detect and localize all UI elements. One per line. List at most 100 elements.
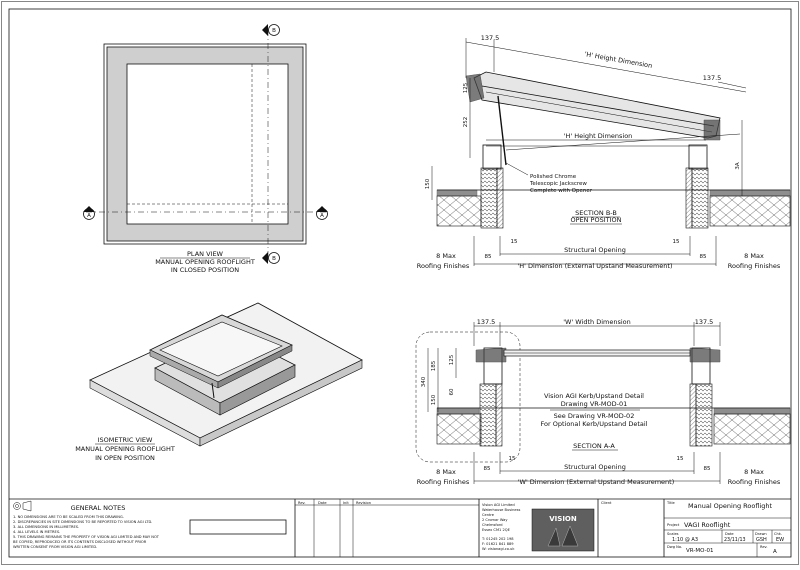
drawn-head: Drawn — [755, 532, 767, 536]
bb-max-left-2: Roofing Finishes — [417, 262, 470, 270]
bb-dim-137-right: 137.5 — [703, 74, 722, 82]
company-info: Vision AGI Limited Waterhouse Business C… — [481, 503, 595, 552]
company-line-1: Vision AGI Limited — [482, 503, 515, 507]
aa-kerb-note-2: Drawing VR-MOD-01 — [561, 400, 628, 408]
section-marker-b-bottom: B — [262, 252, 280, 264]
bb-h-dimension: 'H' Dimension (External Upstand Measurem… — [518, 262, 673, 270]
note-4: 4. ALL LEVELS IN METRES. — [13, 530, 60, 534]
bb-title: SECTION B-B — [575, 209, 617, 217]
scales-head: Scales — [667, 532, 679, 536]
bb-dim-15-right: 15 — [673, 239, 680, 245]
revision-head: Revision — [356, 501, 371, 505]
date-value: 23/11/13 — [724, 537, 746, 543]
svg-text:B: B — [272, 28, 276, 34]
bb-open-sash — [473, 71, 721, 139]
bb-max-right-1: 8 Max — [744, 252, 764, 260]
bb-dim-15-left: 15 — [511, 239, 518, 245]
section-marker-b-top: B — [262, 24, 280, 36]
project-head: Project — [667, 523, 680, 527]
aa-see-note-2: For Optional Kerb/Upstand Detail — [541, 420, 648, 428]
plan-glazing — [126, 63, 289, 225]
title-value: Manual Opening Rooflight — [688, 502, 772, 510]
bb-max-left-1: 8 Max — [436, 252, 456, 260]
title-head: Title — [666, 501, 675, 505]
dwg-head: Dwg No. — [667, 545, 682, 549]
aa-left-kerb — [479, 383, 497, 447]
aa-dim-15-right: 15 — [677, 456, 684, 462]
revision-table: Rev. Date Init Revision — [295, 499, 479, 557]
project-value: VAGI Rooflight — [684, 521, 731, 529]
dwg-value: VR-MO-01 — [686, 548, 714, 554]
bb-dim-125: 125 — [463, 82, 469, 93]
bb-dim-150: 150 — [425, 178, 431, 189]
section-bb: 137.5 'H' Height Dimension 137.5 125 252… — [417, 34, 791, 270]
company-line-4: 2 Cromar Way — [482, 518, 508, 522]
aa-max-left-1: 8 Max — [436, 468, 456, 476]
bb-right-kerb — [691, 167, 709, 229]
bb-subtitle: OPEN POSITION — [570, 216, 621, 224]
init-head: Init — [343, 501, 349, 505]
aa-dim-137-left: 137.5 — [477, 318, 496, 326]
isometric-view: ISOMETRIC VIEW MANUAL OPENING ROOFLIGHT … — [75, 302, 363, 462]
general-notes: GENERAL NOTES 1. NO DIMENSIONS ARE TO BE… — [13, 500, 287, 549]
bb-dim-85-right: 85 — [700, 254, 707, 260]
contact-phone: T: 01245 202 198 — [481, 537, 514, 541]
scales-value: 1:10 @ A3 — [672, 537, 698, 543]
general-notes-title: GENERAL NOTES — [71, 504, 126, 512]
bb-structural-opening: Structural Opening — [564, 246, 626, 254]
aa-dim-85-left: 85 — [484, 466, 491, 472]
rev-value: A — [773, 549, 777, 555]
bb-dim-3a: 3A — [735, 162, 741, 169]
date-label: Date — [725, 532, 734, 536]
contact-web: W: visionagi.co.uk — [482, 547, 515, 551]
bb-dim-85-left: 85 — [485, 254, 492, 260]
aa-kerb-note-1: Vision AGI Kerb/Upstand Detail — [544, 392, 644, 400]
aa-dim-15-left: 15 — [509, 456, 516, 462]
rev-head: Rev. — [298, 501, 306, 505]
bb-left-joist — [436, 195, 482, 227]
section-aa: 137.5 'W' Width Dimension 137.5 340 185 … — [415, 318, 791, 486]
rev-label: Rev. — [760, 545, 768, 549]
aa-max-right-1: 8 Max — [744, 468, 764, 476]
logo-text: VISION — [549, 515, 577, 523]
logo-mark-icon — [547, 525, 579, 547]
bb-jack-note-2: Telescopic Jackscrew — [529, 181, 587, 187]
svg-text:B: B — [272, 256, 276, 262]
aa-dim-60: 60 — [449, 388, 455, 395]
company-line-6: Essex CM1 2QE — [482, 528, 511, 532]
bb-max-right-2: Roofing Finishes — [728, 262, 781, 270]
bb-right-joist — [709, 195, 791, 227]
aa-left-joist — [436, 413, 482, 445]
stamp-box — [189, 519, 287, 535]
chk-value: EW — [776, 537, 784, 543]
aa-right-joist — [713, 413, 791, 445]
aa-detail-callout — [415, 331, 521, 463]
aa-dim-85-right: 85 — [704, 466, 711, 472]
bb-jackscrew — [497, 95, 507, 166]
bb-height-dim-mid: 'H' Height Dimension — [564, 132, 633, 140]
title-info: Title Manual Opening Rooflight Project V… — [664, 501, 791, 557]
contact-fax: F: 01621 841 889 — [482, 542, 514, 546]
company-line-3: Centre — [482, 513, 495, 517]
iso-caption-1: ISOMETRIC VIEW — [98, 436, 153, 444]
bb-left-kerb — [480, 167, 498, 229]
client-head: Client — [601, 501, 612, 505]
note-1: 1. NO DIMENSIONS ARE TO BE SCALED FROM T… — [13, 515, 124, 519]
drawn-value: GSH — [756, 537, 767, 543]
section-marker-a-right: A — [316, 206, 328, 220]
aa-structural-opening: Structural Opening — [564, 463, 626, 471]
aa-max-left-2: Roofing Finishes — [417, 478, 470, 486]
svg-text:A: A — [87, 213, 91, 219]
aa-dim-150: 150 — [431, 394, 437, 405]
note-6: BE COPIED, REPRODUCED OR ITS CONTENTS DI… — [13, 540, 147, 544]
aa-dim-125: 125 — [449, 354, 455, 365]
plan-caption-2: MANUAL OPENING ROOFLIGHT — [155, 258, 255, 266]
projection-symbol-icon — [13, 502, 21, 510]
plan-view: B B A A PLAN VIEW MANUAL OPENING ROOFLIG… — [83, 24, 328, 274]
aa-dim-340: 340 — [421, 376, 427, 387]
aa-right-kerb — [695, 383, 713, 447]
bb-height-dim-top: 'H' Height Dimension — [584, 50, 653, 70]
section-marker-a-left: A — [83, 206, 95, 220]
svg-text:A: A — [320, 213, 324, 219]
